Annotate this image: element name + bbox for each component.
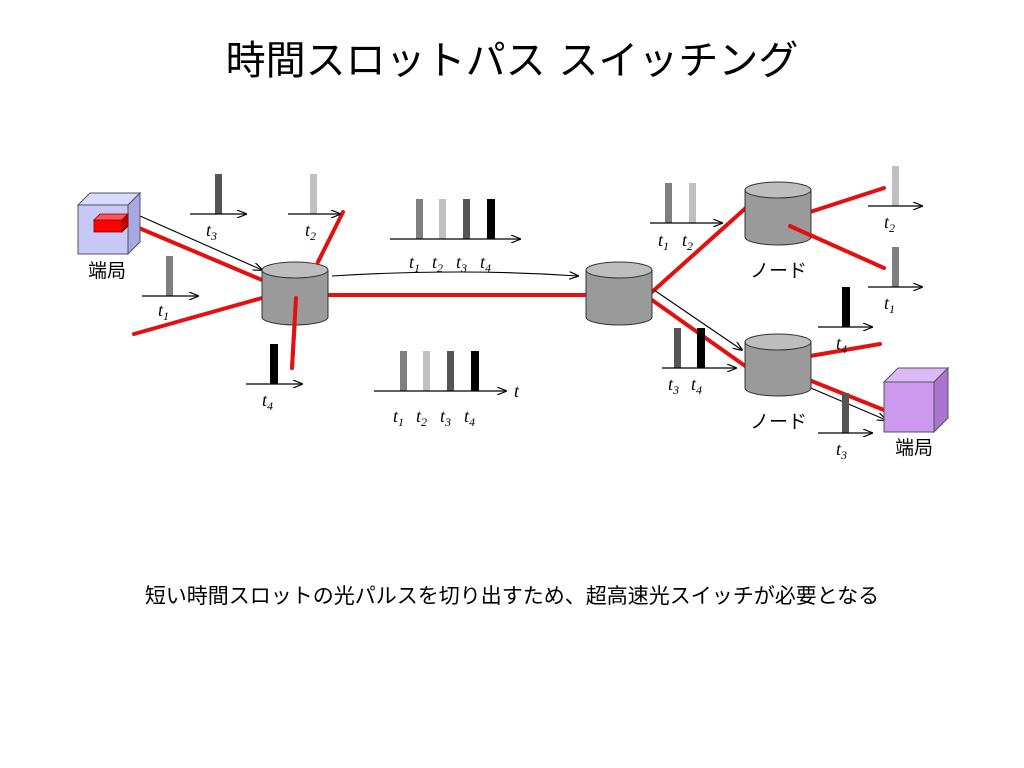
pulse-group-multiplexed-bottom: t t1 t2 t3 t4 (374, 351, 520, 429)
slot-label-t2: t2 (682, 230, 693, 253)
pulse-group-t4-left: t4 (246, 344, 302, 413)
slot-label-t2: t2 (432, 252, 443, 275)
pulse-bar-t3 (674, 328, 681, 368)
pulse-group-t1-right: t1 (868, 247, 922, 316)
pulse-bar-t2 (439, 199, 446, 239)
pulse-group-multiplexed-top: t1 t2 t3 t4 (390, 199, 520, 275)
slot-label-t4: t4 (464, 406, 475, 429)
pulse-group-t3t4-lower: t3 t4 (662, 328, 736, 397)
pulse-bar-t4 (842, 287, 850, 327)
pulse-bar-t1 (166, 256, 173, 296)
pulse-group-t1t2-upper: t1 t2 (650, 183, 722, 253)
slot-label-t4: t4 (836, 333, 847, 356)
pulse-group-t2-right: t2 (868, 166, 922, 235)
node-label-top: ノード (750, 260, 807, 282)
pulse-bar-t3 (215, 174, 222, 214)
pulse-bar-t3 (842, 393, 849, 433)
slot-label-t3: t3 (440, 406, 451, 429)
node-4 (744, 333, 812, 397)
slide-title: 時間スロットパス スイッチング (225, 38, 799, 84)
pulse-bar-t2 (310, 174, 317, 214)
pulse-bar-t1 (400, 351, 407, 391)
terminal-right-label: 端局 (895, 437, 933, 459)
slot-label-t3: t3 (456, 252, 467, 275)
slot-label-t1: t1 (658, 230, 669, 253)
pulse-bar-t2 (689, 183, 696, 223)
slot-label-t1: t1 (409, 252, 420, 275)
arrow-node1-to-node2 (331, 272, 578, 276)
slot-label-t1: t1 (393, 406, 404, 429)
pulse-group-t3-left: t3 (190, 174, 246, 243)
path-node3-out-t2 (808, 186, 886, 214)
light-paths-overlay (290, 224, 814, 370)
pulse-group-t2-left: t2 (288, 174, 340, 243)
pulse-bar-t1 (892, 247, 899, 287)
arrow-node2-to-node4 (653, 289, 742, 350)
arrow-terminal-to-node1 (139, 215, 262, 270)
pulse-bar-t2 (423, 351, 430, 391)
slot-label-t2: t2 (416, 406, 427, 429)
path-terminal-to-node1 (118, 218, 264, 282)
node-2 (585, 261, 653, 326)
node-label-bottom: ノード (750, 411, 807, 433)
pulse-bar-t3 (447, 351, 454, 391)
path-t1-input (132, 296, 264, 336)
pulse-bar-t4 (471, 351, 479, 391)
slot-label-t2: t2 (305, 220, 316, 243)
pulse-group-t4-right: t4 (818, 287, 872, 356)
terminal-right (882, 366, 950, 434)
slot-label-t1: t1 (884, 293, 895, 316)
pulse-bar-t4 (697, 328, 705, 368)
slot-label-t4: t4 (691, 374, 702, 397)
pulse-group-t1-left: t1 (142, 256, 198, 323)
path-node2-to-node3 (650, 204, 750, 294)
slot-label-t3: t3 (668, 374, 679, 397)
slot-label-t3: t3 (836, 439, 847, 462)
caption: 短い時間スロットの光パルスを切り出すため、超高速光スイッチが必要となる (144, 584, 880, 608)
path-node4-out-t4 (808, 342, 882, 358)
pulse-bar-t1 (665, 183, 672, 223)
time-axis-label: t (514, 381, 520, 401)
red-signal-block (93, 213, 129, 233)
pulse-bar-t4 (487, 199, 495, 239)
pulse-group-t3-right: t3 (818, 393, 872, 462)
pulse-bar-t2 (892, 166, 899, 206)
slot-label-t2: t2 (884, 212, 895, 235)
terminal-left (76, 191, 142, 256)
slot-label-t4: t4 (262, 390, 273, 413)
terminal-left-label: 端局 (88, 260, 126, 282)
pulse-bar-t3 (463, 199, 470, 239)
slot-label-t3: t3 (206, 220, 217, 243)
slot-label-t4: t4 (480, 252, 491, 275)
slot-label-t1: t1 (158, 300, 169, 323)
pulse-bar-t1 (416, 199, 423, 239)
node-3 (744, 181, 812, 246)
pulse-bar-t4 (270, 344, 278, 384)
